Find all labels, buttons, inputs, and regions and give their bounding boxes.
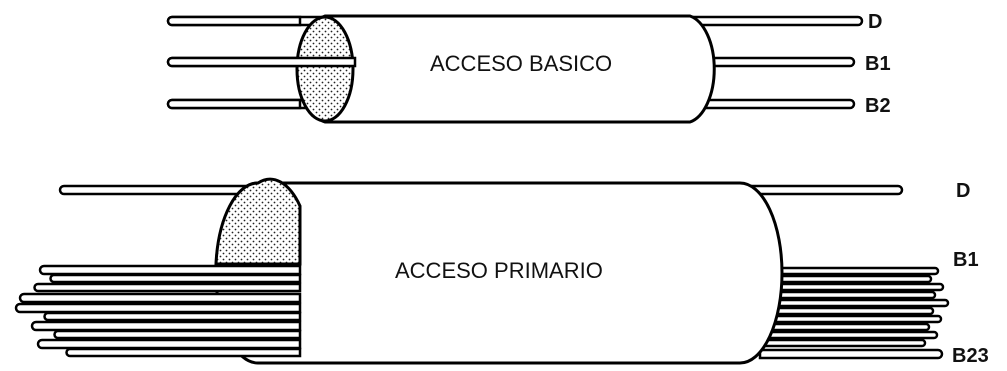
primary-b-wire <box>30 320 302 332</box>
primary-access-label: ACCESO PRIMARIO <box>395 258 603 283</box>
primary-b-wire <box>758 348 944 360</box>
primary-b-wire <box>43 311 302 322</box>
primary-b-wires-right <box>758 266 950 360</box>
basic-access-label: ACCESO BASICO <box>430 51 612 76</box>
primary-b-wire <box>33 282 302 293</box>
primary-b-wire <box>758 306 935 316</box>
basic-cable-cut-end <box>295 15 355 123</box>
primary-b-wire <box>38 264 302 276</box>
primary-b-wire <box>758 338 927 348</box>
basic-wire-b1-left-end <box>166 56 357 68</box>
basic-channel-d-label: D <box>868 11 882 33</box>
primary-b-wire <box>758 322 931 332</box>
primary-channel-b1-label: B1 <box>953 249 979 271</box>
primary-b-wires-left <box>14 264 302 358</box>
primary-access-cable: ACCESO PRIMARIO D B1 B23 <box>14 177 989 367</box>
primary-b-wire <box>53 329 302 340</box>
primary-b-wire <box>18 292 302 304</box>
primary-b-wire <box>758 330 939 340</box>
primary-b-wire <box>758 274 933 284</box>
primary-b-wire <box>65 347 302 358</box>
primary-cable-cut-end <box>214 177 302 266</box>
basic-channel-b1-label: B1 <box>865 53 891 75</box>
primary-b-wire <box>758 282 945 292</box>
basic-wire-d-left-end <box>166 15 302 27</box>
primary-b-wire <box>758 314 943 324</box>
primary-b-wire <box>36 338 302 350</box>
primary-channel-b23-label: B23 <box>952 345 989 367</box>
primary-b-wire <box>758 290 937 300</box>
basic-channel-b2-label: B2 <box>865 95 891 117</box>
primary-b-wire <box>14 302 302 314</box>
primary-channel-d-label: D <box>956 180 970 202</box>
primary-b-wire <box>49 273 302 284</box>
primary-b-wire <box>758 266 940 276</box>
basic-wire-b2-left-end <box>166 98 302 110</box>
primary-b-wire <box>758 298 950 308</box>
basic-access-cable: ACCESO BASICO D B1 B2 <box>166 11 891 124</box>
